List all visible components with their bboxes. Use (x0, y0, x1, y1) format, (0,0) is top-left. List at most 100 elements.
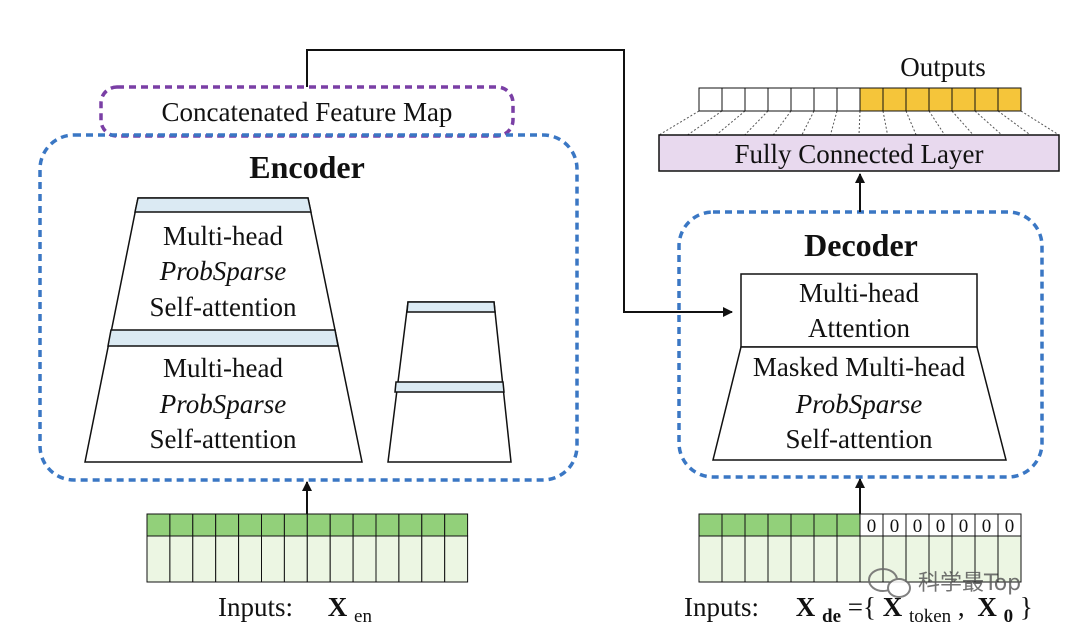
outputs-label: Outputs (900, 52, 986, 82)
encoder-input-value-cell (398, 535, 423, 583)
decoder-inputs-zero-sub: 0 (1004, 606, 1014, 627)
decoder-masked-line2: ProbSparse (795, 389, 923, 419)
watermark-text: 科学最Top (918, 571, 1021, 596)
encoder-input-value-cell (261, 535, 285, 583)
decoder-input-value-cell (744, 535, 769, 583)
encoder-input-value-cell (444, 535, 469, 583)
concatenated-feature-map: Concatenated Feature Map (99, 85, 515, 138)
fc-connection-line (905, 110, 917, 136)
fc-connection-line (951, 110, 974, 136)
output-empty-cell (790, 87, 815, 112)
encoder-input-value-cell (352, 535, 377, 583)
encoder-input-value-cell (306, 535, 331, 583)
encoder-input-value-cell (375, 535, 400, 583)
decoder-block: Decoder Multi-head Attention Masked Mult… (677, 210, 1044, 479)
decoder-input-value-cell (698, 535, 723, 583)
output-predicted-cell (997, 87, 1022, 112)
fc-connection-line (687, 110, 723, 136)
watermark: 科学最Top (868, 568, 1021, 598)
decoder-input-token-cell (767, 513, 792, 537)
encoder-input-token-cell (421, 513, 446, 537)
encoder-top-line2: ProbSparse (159, 256, 287, 286)
encoder-input-token-cell (169, 513, 194, 537)
concat-label: Concatenated Feature Map (162, 97, 453, 127)
encoder-input-token-cell (444, 513, 469, 537)
fc-connection-line (801, 110, 815, 136)
decoder-input-value-cell (790, 535, 815, 583)
decoder-attn-line2: Attention (808, 313, 910, 343)
decoder-zero-digit: 0 (982, 516, 992, 537)
encoder-top-line3: Self-attention (150, 292, 297, 322)
decoder-inputs-zero-symbol: X (977, 592, 997, 622)
output-sequence (698, 87, 1022, 112)
decoder-masked-line3: Self-attention (786, 424, 933, 454)
encoder-inputs-symbol: X (328, 592, 348, 622)
encoder-input-token-cell (306, 513, 331, 537)
fc-connection-line (772, 110, 792, 136)
output-predicted-cell (951, 87, 976, 112)
output-empty-cell (767, 87, 792, 112)
decoder-masked-line1: Masked Multi-head (753, 352, 966, 382)
encoder-input-token-cell (146, 513, 171, 537)
output-predicted-cell (928, 87, 953, 112)
decoder-zero-digit: 0 (936, 516, 946, 537)
encoder-input-token-cell (352, 513, 377, 537)
fc-connection-line (858, 110, 861, 136)
output-predicted-cell (882, 87, 907, 112)
encoder-input-token-cell (283, 513, 308, 537)
fc-label: Fully Connected Layer (735, 139, 984, 169)
decoder-zero-digit: 0 (1005, 516, 1015, 537)
fc-connection-line (997, 110, 1031, 136)
encoder-input-token-cell (329, 513, 354, 537)
encoder-block: Encoder Multi-head ProbSparse Self-atten… (38, 133, 579, 482)
decoder-inputs-close: } (1020, 592, 1033, 622)
decoder-inputs-eq: ={ (848, 592, 876, 622)
wechat-logo-icon (868, 568, 911, 598)
encoder-input-token-cell (398, 513, 423, 537)
fc-connection-line (882, 110, 889, 136)
encoder-small-band-mid (394, 381, 505, 393)
encoder-layer-band-mid (107, 329, 339, 347)
output-predicted-cell (859, 87, 884, 112)
output-empty-cell (698, 87, 723, 112)
decoder-attn-line1: Multi-head (799, 278, 919, 308)
decoder-inputs-token-sub: token (909, 606, 952, 627)
decoder-inputs-label: Inputs: X de ={ X token , X 0 } (684, 592, 1033, 628)
encoder-input-token-cell (215, 513, 240, 537)
fc-connection-line (974, 110, 1003, 136)
encoder-input-value-cell (421, 535, 446, 583)
decoder-input-token-cell (813, 513, 838, 537)
encoder-top-line1: Multi-head (163, 221, 283, 251)
encoder-inputs-prefix: Inputs: (218, 592, 293, 622)
encoder-to-decoder-arrow (306, 49, 733, 317)
decoder-title: Decoder (804, 227, 918, 263)
encoder-input-value-cell (329, 535, 354, 583)
decoder-zero-digit: 0 (867, 516, 877, 537)
output-empty-cell (836, 87, 861, 112)
fc-box (658, 134, 1060, 172)
output-empty-cell (813, 87, 838, 112)
encoder-input-value-cell (192, 535, 217, 583)
decoder-input-token-cell (836, 513, 861, 537)
encoder-small-band-top (406, 301, 496, 313)
fc-connection-line (1020, 110, 1060, 136)
decoder-input-token-cell (721, 513, 746, 537)
output-predicted-cell (905, 87, 930, 112)
encoder-input-value-cell (238, 535, 263, 583)
decoder-zero-digit: 0 (890, 516, 900, 537)
encoder-title: Encoder (249, 149, 365, 185)
decoder-input-value-cell (813, 535, 838, 583)
decoder-zero-digit: 0 (959, 516, 969, 537)
encoder-input-token-cell (192, 513, 217, 537)
encoder-input-value-cell (169, 535, 194, 583)
decoder-input-value-cell (721, 535, 746, 583)
decoder-zero-digit: 0 (913, 516, 923, 537)
output-predicted-cell (974, 87, 999, 112)
decoder-inputs-comma: , (958, 592, 965, 622)
encoder-inputs-label: Inputs: X en (218, 592, 372, 627)
decoder-input-token-cell (698, 513, 723, 537)
encoder-input-token-cell (375, 513, 400, 537)
decoder-input-token-cell (790, 513, 815, 537)
decoder-input-value-cell (836, 535, 861, 583)
